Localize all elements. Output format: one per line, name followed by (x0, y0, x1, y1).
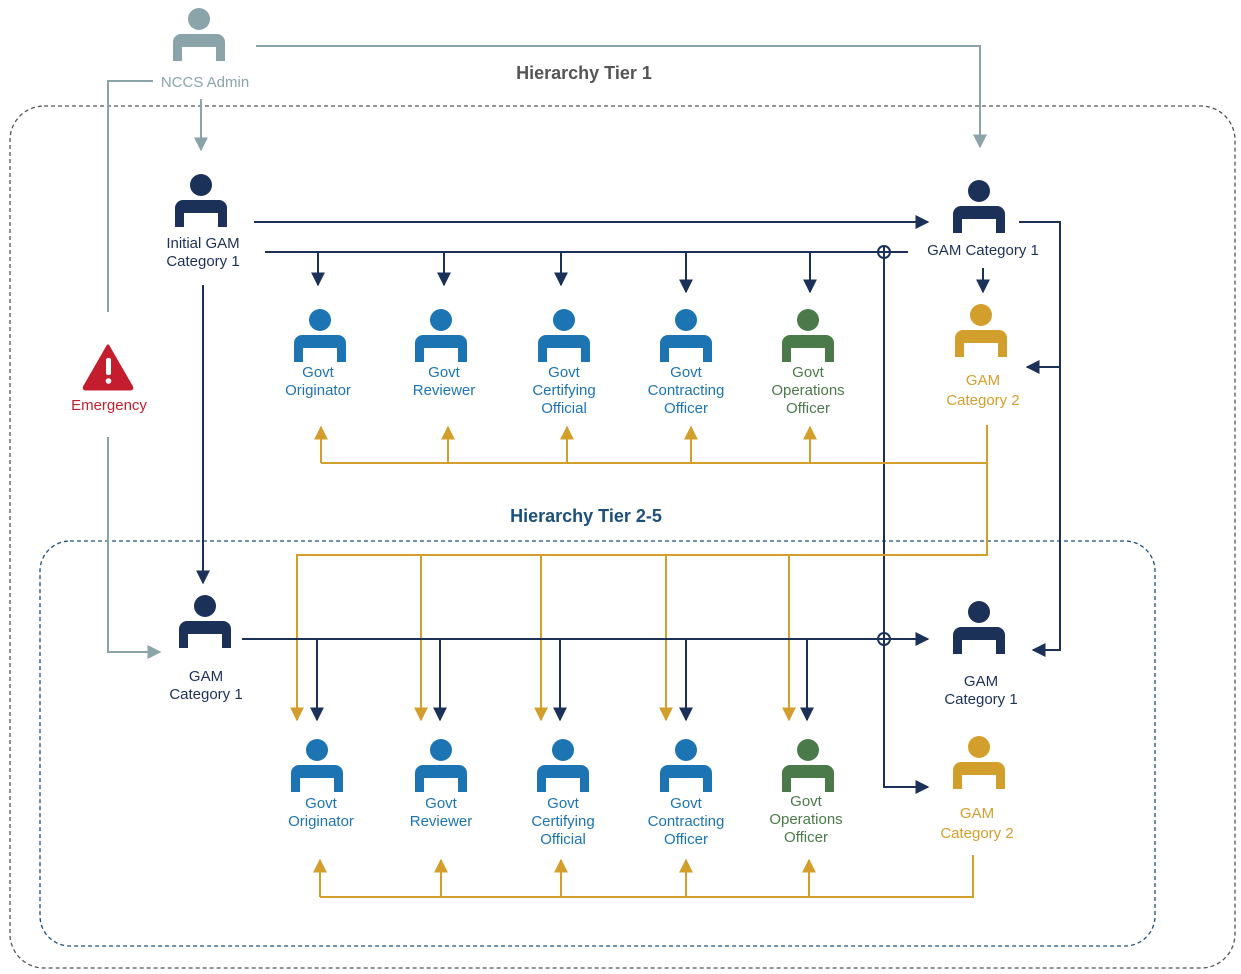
junction-bottom (877, 632, 891, 646)
person-icon (538, 309, 590, 362)
initial-gam-category1-label: Initial GAM Category 1 (166, 235, 240, 270)
tier2-gam-category1-left-label: GAM Category 1 (169, 668, 243, 703)
person-icon (175, 174, 227, 227)
nccs-admin-label: NCCS Admin (160, 74, 250, 91)
tier2-govt-certifying-official-label: Govt Certifying Official (531, 795, 595, 848)
person-icon (415, 309, 467, 362)
tier1-govt-originator-label: Govt Originator (285, 364, 351, 399)
tier1-gold-connectors (290, 425, 988, 722)
tier1-title: Hierarchy Tier 1 (516, 63, 652, 83)
tier2-gam-category2-label: GAM Category 2 (940, 805, 1014, 842)
tier2-gold-connectors (313, 855, 974, 898)
tier2-govt-operations-officer-label: Govt Operations Officer (769, 793, 843, 846)
person-icon (179, 595, 231, 648)
tier2-boundary (39, 540, 1156, 947)
top-gam-category2-label: GAM Category 2 (946, 372, 1020, 409)
person-icon (294, 309, 346, 362)
person-icon (953, 601, 1005, 654)
tier1-navy-connectors (196, 215, 1061, 794)
person-icon (415, 739, 467, 792)
tier2-title: Hierarchy Tier 2-5 (510, 506, 662, 526)
warning-triangle-icon (82, 344, 134, 391)
tier2-govt-contracting-officer-label: Govt Contracting Officer (647, 795, 725, 848)
tier1-govt-certifying-official-label: Govt Certifying Official (532, 364, 596, 417)
top-gam-category1-label: GAM Category 1 (927, 242, 1039, 259)
emergency-label: Emergency (71, 397, 147, 414)
person-icon (291, 739, 343, 792)
tier2-govt-originator-label: Govt Originator (288, 795, 354, 830)
tier1-govt-reviewer-label: Govt Reviewer (412, 364, 476, 399)
person-icon (660, 309, 712, 362)
person-icon (537, 739, 589, 792)
person-icon (782, 739, 834, 792)
person-icon (660, 739, 712, 792)
tier1-boundary (9, 105, 1236, 969)
tier2-govt-reviewer-label: Govt Reviewer (409, 795, 473, 830)
person-icon (953, 180, 1005, 233)
person-icon (953, 736, 1005, 789)
person-icon (955, 304, 1007, 357)
tier2-gam-category1-right-label: GAM Category 1 (944, 673, 1018, 708)
tier1-govt-contracting-officer-label: Govt Contracting Officer (647, 364, 725, 417)
admin-connectors (107, 45, 987, 659)
person-icon (173, 8, 225, 61)
tier2-navy-connectors (242, 632, 930, 722)
tier1-govt-operations-officer-label: Govt Operations Officer (771, 364, 845, 417)
person-icon (782, 309, 834, 362)
junction-top (877, 245, 891, 259)
